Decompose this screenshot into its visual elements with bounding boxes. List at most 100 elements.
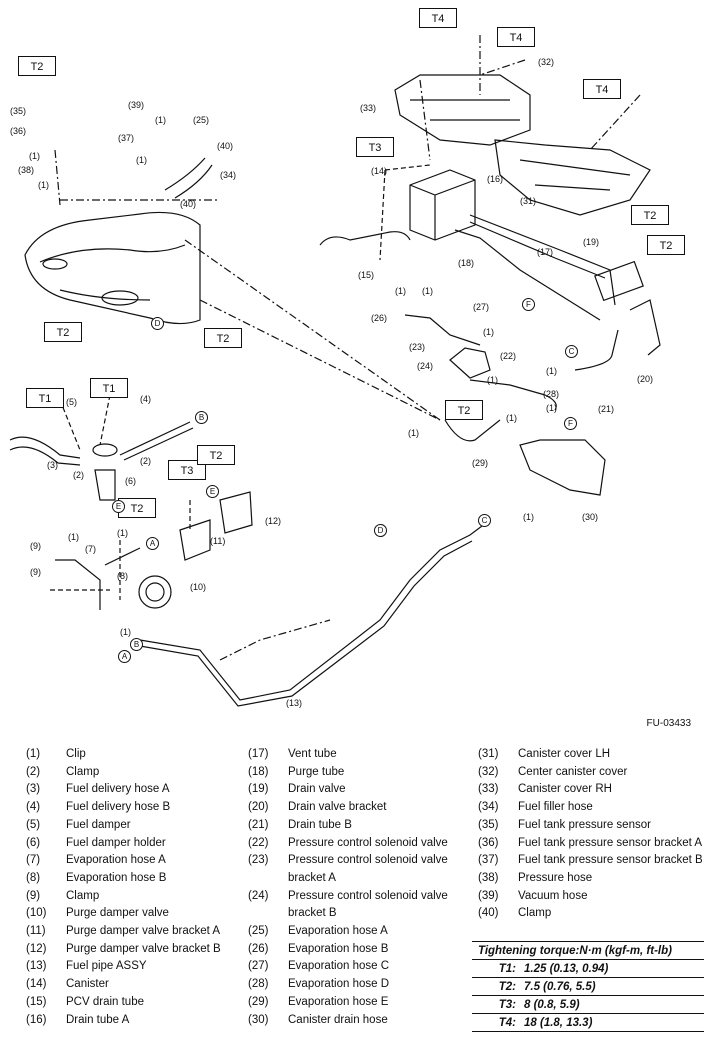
purge-damper-valve xyxy=(138,575,172,609)
legend-item: (14)Canister xyxy=(26,978,109,991)
callout-38: (38) xyxy=(18,165,35,175)
callout-1: (1) xyxy=(422,286,433,296)
callout-29: (29) xyxy=(472,458,489,468)
torque-tag-t3: T3 xyxy=(168,460,206,480)
legend-item: (7)Evaporation hose A xyxy=(26,854,166,867)
torque-tag-t2: T2 xyxy=(647,235,685,255)
canister-cover-rh xyxy=(394,74,531,146)
legend-item: (13)Fuel pipe ASSY xyxy=(26,960,147,973)
connector-a: A xyxy=(118,650,131,663)
legend-item: (33)Canister cover RH xyxy=(478,783,612,796)
torque-tag-t2: T2 xyxy=(204,328,242,348)
callout-1: (1) xyxy=(546,403,557,413)
connector-c: C xyxy=(478,514,491,527)
callout-17: (17) xyxy=(537,247,554,257)
legend-item: (38)Pressure hose xyxy=(478,871,593,884)
torque-tag-t2: T2 xyxy=(197,445,235,465)
callout-36: (36) xyxy=(10,126,27,136)
callout-1: (1) xyxy=(120,627,131,637)
legend-item: (2)Clamp xyxy=(26,765,100,778)
legend-item: (21)Drain tube B xyxy=(248,818,352,831)
callout-24: (24) xyxy=(417,361,434,371)
vent-tube xyxy=(469,214,616,306)
legend-item: (6)Fuel damper holder xyxy=(26,836,166,849)
legend-item: (10)Purge damper valve xyxy=(26,907,169,920)
torque-tag-t4: T4 xyxy=(583,79,621,99)
filler-hose xyxy=(164,157,206,191)
callout-1: (1) xyxy=(117,528,128,538)
legend-item: (3)Fuel delivery hose A xyxy=(26,783,170,796)
torque-tag-t2: T2 xyxy=(18,56,56,76)
torque-tag-t1: T1 xyxy=(90,378,128,398)
callout-30: (30) xyxy=(582,512,599,522)
connector-e: E xyxy=(206,485,219,498)
callout-32: (32) xyxy=(538,57,555,67)
legend-column-2: (17)Vent tube (18)Purge tube (19)Drain v… xyxy=(248,746,458,1029)
canister-body xyxy=(409,169,476,241)
callout-28: (28) xyxy=(543,389,560,399)
legend-item: (16)Drain tube A xyxy=(26,1013,130,1026)
legend-item: (4)Fuel delivery hose B xyxy=(26,801,171,814)
connector-f: F xyxy=(522,298,535,311)
legend-item: (32)Center canister cover xyxy=(478,765,628,778)
callout-12: (12) xyxy=(265,516,282,526)
legend-item: (29)Evaporation hose E xyxy=(248,995,389,1008)
callout-9: (9) xyxy=(30,567,41,577)
legend-item: (40)Clamp xyxy=(478,907,552,920)
callout-1: (1) xyxy=(29,151,40,161)
callout-22: (22) xyxy=(500,351,517,361)
callout-21: (21) xyxy=(598,404,615,414)
evap-hose-e xyxy=(444,419,501,442)
torque-tag-t1: T1 xyxy=(26,388,64,408)
legend-item: (31)Canister cover LH xyxy=(478,748,611,760)
callout-34: (34) xyxy=(220,170,237,180)
torque-tag-t2: T2 xyxy=(44,322,82,342)
legend-item: (30)Canister drain hose xyxy=(248,1013,388,1026)
torque-tag-t4: T4 xyxy=(419,8,457,28)
legend-column-3: (31)Canister cover LH (32)Center caniste… xyxy=(478,746,703,923)
callout-11: (11) xyxy=(210,536,226,546)
callout-19: (19) xyxy=(583,237,600,247)
torque-row: T2:7.5 (0.76, 5.5) xyxy=(472,978,704,996)
legend-item: (11)Purge damper valve bracket A xyxy=(26,925,221,938)
callout-1: (1) xyxy=(136,155,147,165)
legend-item: (34)Fuel filler hose xyxy=(478,801,593,814)
legend-item: (8)Evaporation hose B xyxy=(26,871,167,884)
legend-item: (18)Purge tube xyxy=(248,765,345,778)
callout-14: (14) xyxy=(371,166,388,176)
legend-column-1: (1)Clip (2)Clamp (3)Fuel delivery hose A… xyxy=(26,746,221,1029)
callout-1: (1) xyxy=(483,327,494,337)
connector-b: B xyxy=(130,638,143,651)
connector-e: E xyxy=(112,500,125,513)
torque-table: Tightening torque:N·m (kgf-m, ft-lb) T1:… xyxy=(472,941,704,1032)
fuel-pipe-assy xyxy=(139,519,491,701)
legend-item: (37)Fuel tank pressure sensor bracket B xyxy=(478,854,703,867)
legend-item: (15)PCV drain tube xyxy=(26,995,144,1008)
callout-3: (3) xyxy=(47,460,58,470)
callout-1: (1) xyxy=(523,512,534,522)
callout-15: (15) xyxy=(358,270,375,280)
canister-drain-hose xyxy=(519,439,606,496)
torque-table-title: Tightening torque:N·m (kgf-m, ft-lb) xyxy=(472,941,704,960)
callout-1: (1) xyxy=(546,366,557,376)
fuel-delivery-hose-a xyxy=(9,436,81,459)
callout-26: (26) xyxy=(371,313,388,323)
torque-row: T4:18 (1.8, 13.3) xyxy=(472,1014,704,1032)
torque-tag-t4: T4 xyxy=(497,27,535,47)
legend-item: (20)Drain valve bracket xyxy=(248,801,387,814)
callout-1: (1) xyxy=(155,115,166,125)
callout-2: (2) xyxy=(73,470,84,480)
callout-10: (10) xyxy=(190,582,207,592)
legend-item: (35)Fuel tank pressure sensor xyxy=(478,818,651,831)
callout-1: (1) xyxy=(38,180,49,190)
callout-16: (16) xyxy=(487,174,504,184)
legend-item: (25)Evaporation hose A xyxy=(248,925,388,938)
callout-35: (35) xyxy=(10,106,27,116)
callout-31: (31) xyxy=(520,196,537,206)
connector-a: A xyxy=(146,537,159,550)
callout-40: (40) xyxy=(217,141,234,151)
legend-item: (12)Purge damper valve bracket B xyxy=(26,942,221,955)
callout-2: (2) xyxy=(140,456,151,466)
callout-1: (1) xyxy=(506,413,517,423)
